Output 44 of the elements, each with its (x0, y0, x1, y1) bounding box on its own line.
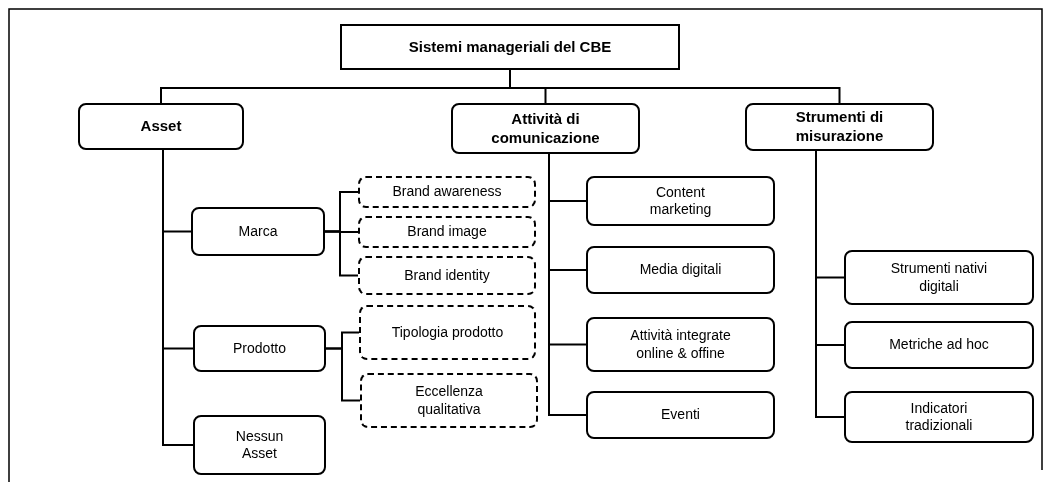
connector-line (509, 69, 841, 104)
node-label: Content marketing (648, 183, 713, 219)
node-label: Tipologia prodotto (391, 323, 504, 342)
node-label: Brand image (407, 223, 487, 241)
rounded-box (193, 415, 326, 475)
node-label: Marca (238, 222, 278, 241)
node-label: Eventi (661, 406, 700, 424)
rounded-box (844, 250, 1034, 305)
node-label: Sistemi manageriali del CBE (408, 37, 612, 57)
node-label: Media digitali (639, 261, 722, 279)
connector-line (325, 347, 361, 402)
node-label: Brand identity (404, 266, 490, 285)
rounded-box (844, 321, 1034, 369)
node-label: Indicatori tradizionali (904, 399, 974, 435)
node-label: Brand awareness (392, 183, 502, 201)
node-label: Eccellenza qualitativa (414, 383, 484, 418)
rounded-box (586, 391, 775, 439)
connector-line (815, 150, 845, 418)
node-label: Nessun Asset (234, 427, 285, 463)
node-label: Prodotto (233, 339, 286, 358)
node-label: Strumenti nativi digitali (889, 260, 989, 295)
dashed-box (360, 373, 538, 428)
node-label: Asset (140, 117, 182, 136)
rounded-box (844, 391, 1034, 443)
node-label: Strumenti di misurazione (794, 108, 885, 146)
rounded-box (586, 176, 775, 226)
dashed-box (359, 305, 536, 360)
node-label: Metriche ad hoc (889, 336, 989, 354)
node-label: Attività di comunicazione (490, 109, 601, 148)
rounded-box (586, 317, 775, 372)
rounded-box (78, 103, 244, 150)
connector-line (324, 230, 359, 277)
connector-line (548, 153, 587, 416)
rounded-box (451, 103, 640, 154)
dashed-box (358, 216, 536, 248)
rounded-box (191, 207, 325, 256)
connector-line (162, 149, 194, 446)
node-label: Attività integrate online & offine (629, 327, 732, 362)
dashed-box (358, 256, 536, 295)
dashed-box (358, 176, 536, 208)
rounded-box (586, 246, 775, 294)
rounded-box (745, 103, 934, 151)
title-box (340, 24, 680, 70)
rounded-box (193, 325, 326, 372)
